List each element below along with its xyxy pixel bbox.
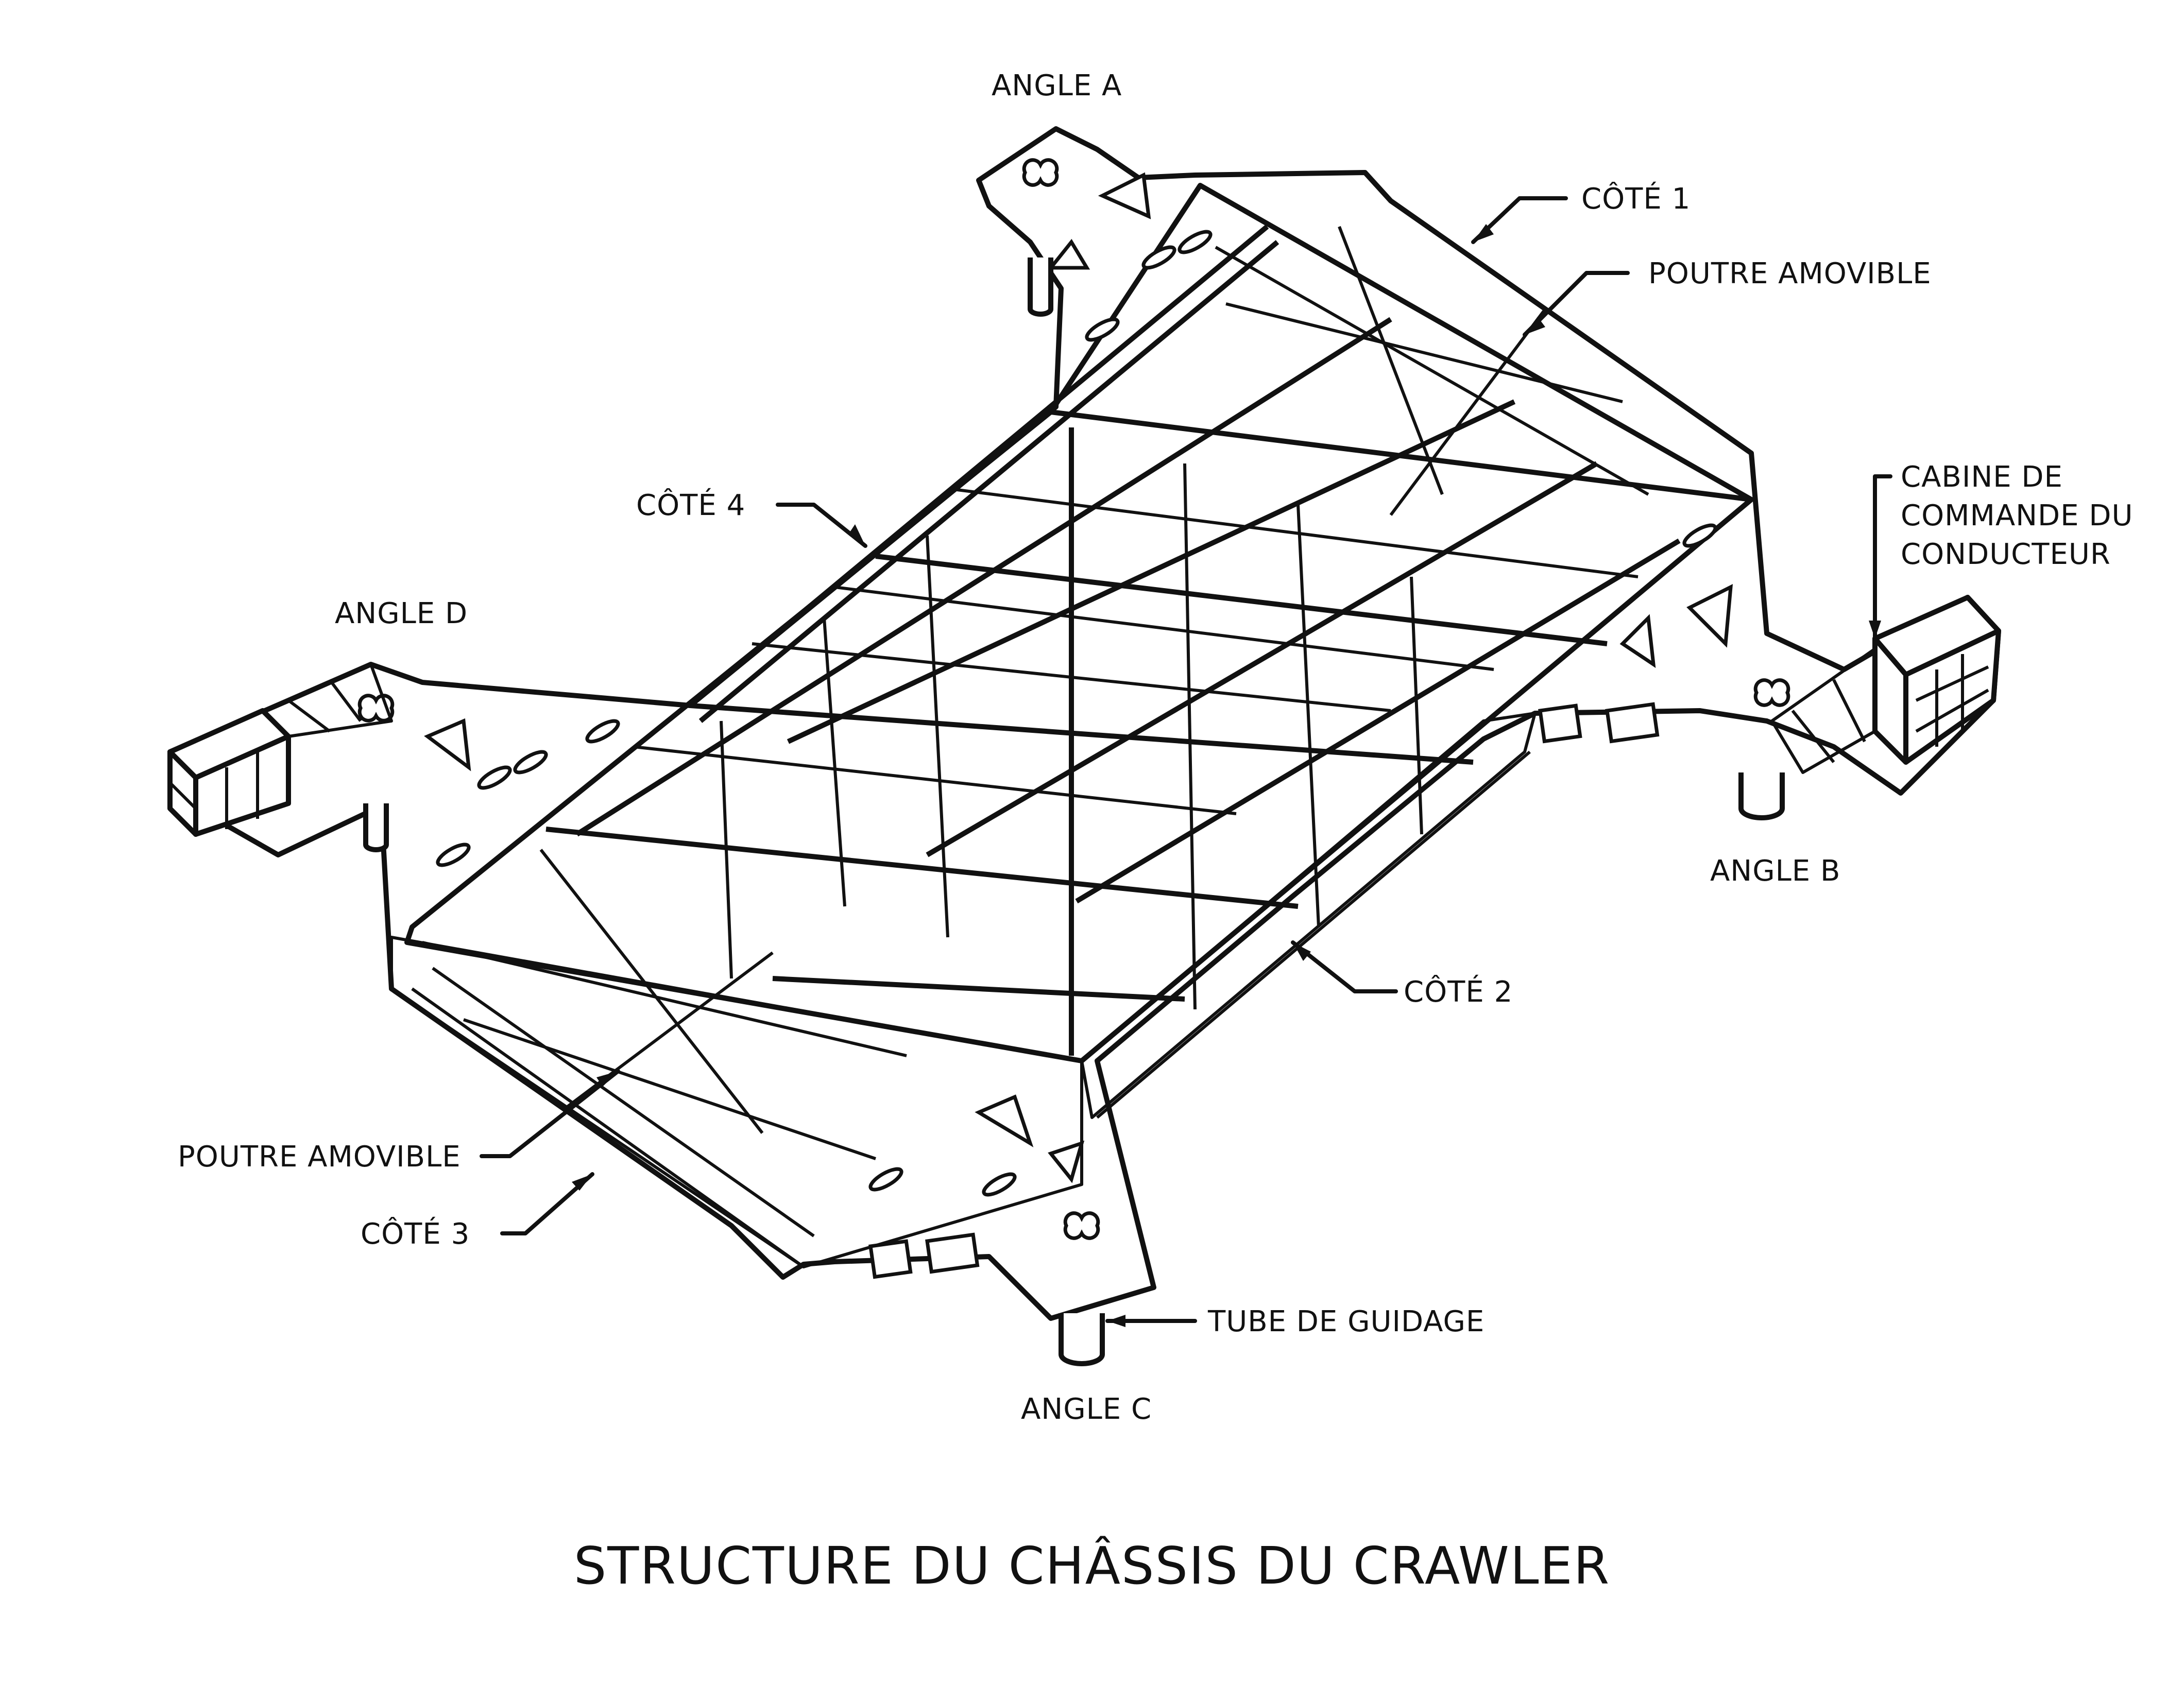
driver-cab-b bbox=[1770, 595, 2001, 774]
label-cote-3: CÔTÉ 3 bbox=[361, 1217, 470, 1251]
side-2-face bbox=[1080, 712, 1537, 1119]
label-cabine-line3: CONDUCTEUR bbox=[1901, 538, 2111, 571]
deck-beam bbox=[688, 225, 1269, 708]
label-angle-d: ANGLE D bbox=[335, 597, 468, 630]
brace bbox=[422, 941, 907, 1057]
label-tube-de-guidage: TUBE DE GUIDAGE bbox=[1207, 1305, 1485, 1338]
label-cabine-line1: CABINE DE bbox=[1901, 460, 2063, 494]
diagram-title: STRUCTURE DU CHÂSSIS DU CRAWLER bbox=[574, 1536, 1610, 1596]
brace bbox=[539, 849, 764, 1134]
guide-tubes bbox=[363, 257, 1785, 1366]
label-angle-b: ANGLE B bbox=[1710, 854, 1840, 888]
label-poutre-amovible-bottom: POUTRE AMOVIBLE bbox=[178, 1140, 461, 1174]
side-openings bbox=[868, 702, 1660, 1279]
label-cote-2: CÔTÉ 2 bbox=[1404, 975, 1513, 1009]
side-3-face bbox=[390, 936, 1083, 1268]
deck-crossbeam bbox=[690, 703, 1474, 765]
driver-cab-d bbox=[167, 663, 393, 837]
deck-crossbeam bbox=[875, 554, 1608, 646]
deck-beam bbox=[698, 240, 1279, 723]
deck-crossbeam bbox=[545, 827, 1299, 909]
deck-crossbeam bbox=[772, 976, 1185, 1002]
brace bbox=[1389, 308, 1547, 516]
chassis-structure bbox=[167, 126, 2001, 1366]
label-cote-4: CÔTÉ 4 bbox=[636, 489, 745, 522]
brace bbox=[1338, 226, 1444, 495]
label-cote-1: CÔTÉ 1 bbox=[1581, 182, 1691, 216]
label-angle-c: ANGLE C bbox=[1021, 1393, 1152, 1426]
labels: ANGLE A ANGLE B ANGLE C ANGLE D CÔTÉ 1 C… bbox=[178, 69, 2133, 1426]
label-angle-a: ANGLE A bbox=[992, 69, 1122, 102]
chassis-outline bbox=[167, 126, 2001, 1321]
brace bbox=[1215, 246, 1649, 496]
deck-beam bbox=[787, 399, 1516, 744]
deck-beam bbox=[926, 461, 1598, 857]
brace bbox=[1225, 302, 1623, 403]
leader-lines bbox=[480, 196, 1892, 1327]
label-poutre-amovible-top: POUTRE AMOVIBLE bbox=[1648, 257, 1932, 290]
plate-holes bbox=[424, 172, 1733, 1197]
brace bbox=[463, 1018, 876, 1160]
deck-beam bbox=[1075, 538, 1681, 904]
deck-beam bbox=[575, 317, 1392, 837]
jacking-points bbox=[357, 158, 1790, 1240]
label-cabine-line2: COMMANDE DU bbox=[1901, 499, 2133, 532]
frame-detail bbox=[411, 463, 1639, 1268]
